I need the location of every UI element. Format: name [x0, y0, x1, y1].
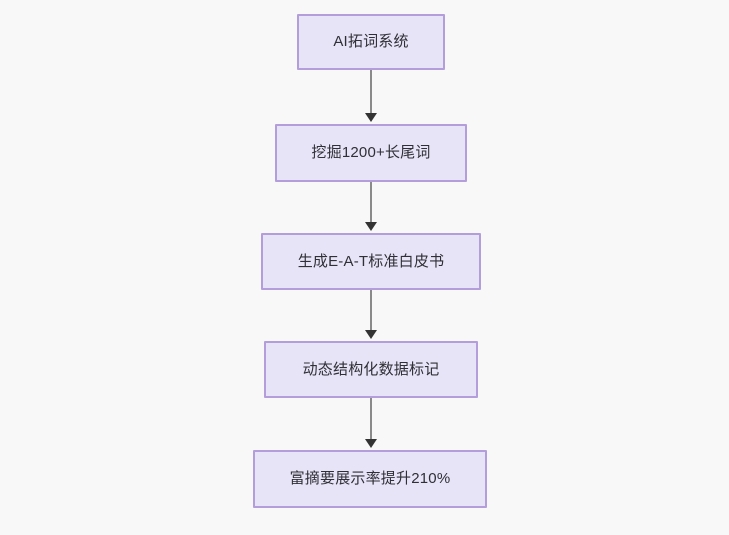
- flow-node-rich-snippet-impression-uplift[interactable]: 富摘要展示率提升210%: [253, 450, 487, 508]
- flow-edge-1-2: [370, 70, 372, 115]
- flow-node-generate-eat-whitepaper[interactable]: 生成E-A-T标准白皮书: [261, 233, 481, 290]
- flow-edge-2-3: [370, 182, 372, 224]
- flow-edge-3-4: [370, 290, 372, 332]
- flow-node-ai-keyword-system[interactable]: AI拓词系统: [297, 14, 445, 70]
- flow-arrowhead-3-4: [365, 330, 377, 339]
- flow-node-label: 富摘要展示率提升210%: [289, 470, 451, 487]
- flow-node-dynamic-structured-data-markup[interactable]: 动态结构化数据标记: [264, 341, 478, 398]
- flow-node-mine-longtail-keywords[interactable]: 挖掘1200+长尾词: [275, 124, 467, 182]
- flow-node-label: 动态结构化数据标记: [302, 360, 440, 378]
- flow-node-label: 挖掘1200+长尾词: [311, 144, 431, 161]
- flow-arrowhead-4-5: [365, 439, 377, 448]
- flow-arrowhead-2-3: [365, 222, 377, 231]
- flow-edge-4-5: [370, 398, 372, 441]
- flow-node-label: 生成E-A-T标准白皮书: [297, 252, 445, 270]
- flow-arrowhead-1-2: [365, 113, 377, 122]
- flow-node-label: AI拓词系统: [333, 33, 409, 50]
